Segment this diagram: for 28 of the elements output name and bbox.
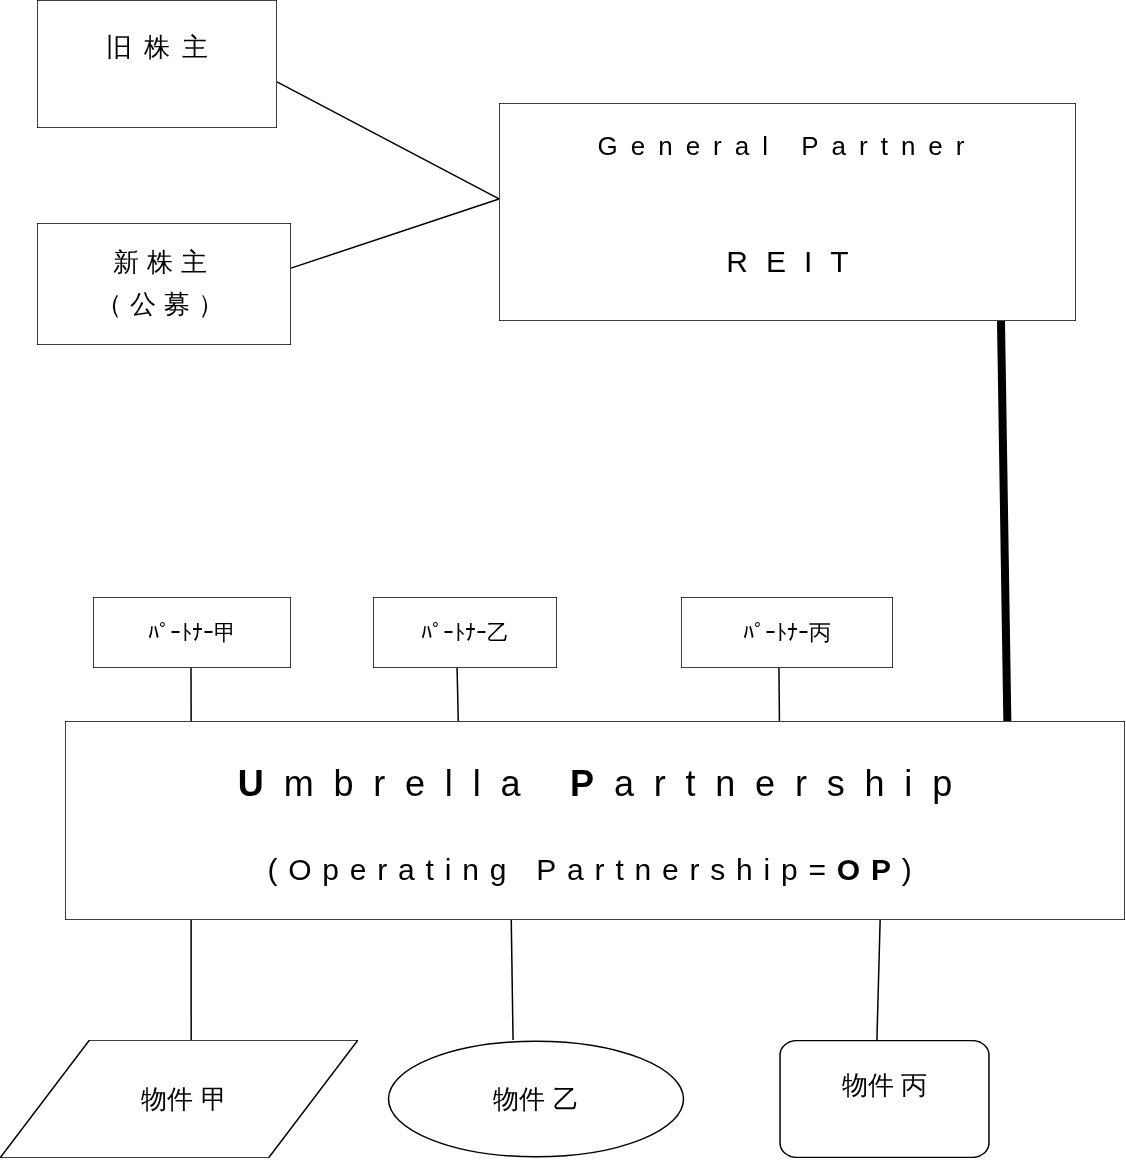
- text-box: [499, 103, 1076, 321]
- text-box: [93, 597, 291, 668]
- ellipse-node: [387, 1040, 685, 1158]
- connector-line: [456, 667, 459, 722]
- connector-line: [876, 919, 881, 1041]
- node-label: ﾊﾟｰﾄﾅｰ甲: [148, 619, 236, 647]
- text-box: [37, 0, 277, 128]
- connector-line: [510, 919, 514, 1041]
- node-label: General Partner: [597, 131, 978, 161]
- node-label: 新株主（公募）: [96, 247, 232, 319]
- node-label: 物件 乙: [493, 1082, 579, 1116]
- text-box: [65, 721, 1125, 920]
- node-label: ﾊﾟｰﾄﾅｰ乙: [421, 619, 509, 647]
- node-label: (Operating Partnership=OP): [267, 853, 923, 886]
- node-label: 物件 甲: [141, 1082, 227, 1116]
- node-label: ﾊﾟｰﾄﾅｰ丙: [743, 619, 831, 647]
- connector-line: [190, 919, 192, 1041]
- text-box: [681, 597, 893, 668]
- node-label: REIT: [726, 245, 867, 278]
- connector-line: [997, 320, 1012, 722]
- node-label: 物件 丙: [841, 1069, 928, 1102]
- text-box: [37, 223, 291, 345]
- connector-line: [190, 667, 192, 722]
- parallelogram-node: [0, 1040, 358, 1158]
- rounded-box: [779, 1040, 990, 1158]
- text-box: [373, 597, 557, 668]
- node-label: 旧株主: [106, 32, 220, 62]
- connector-line: [778, 667, 781, 722]
